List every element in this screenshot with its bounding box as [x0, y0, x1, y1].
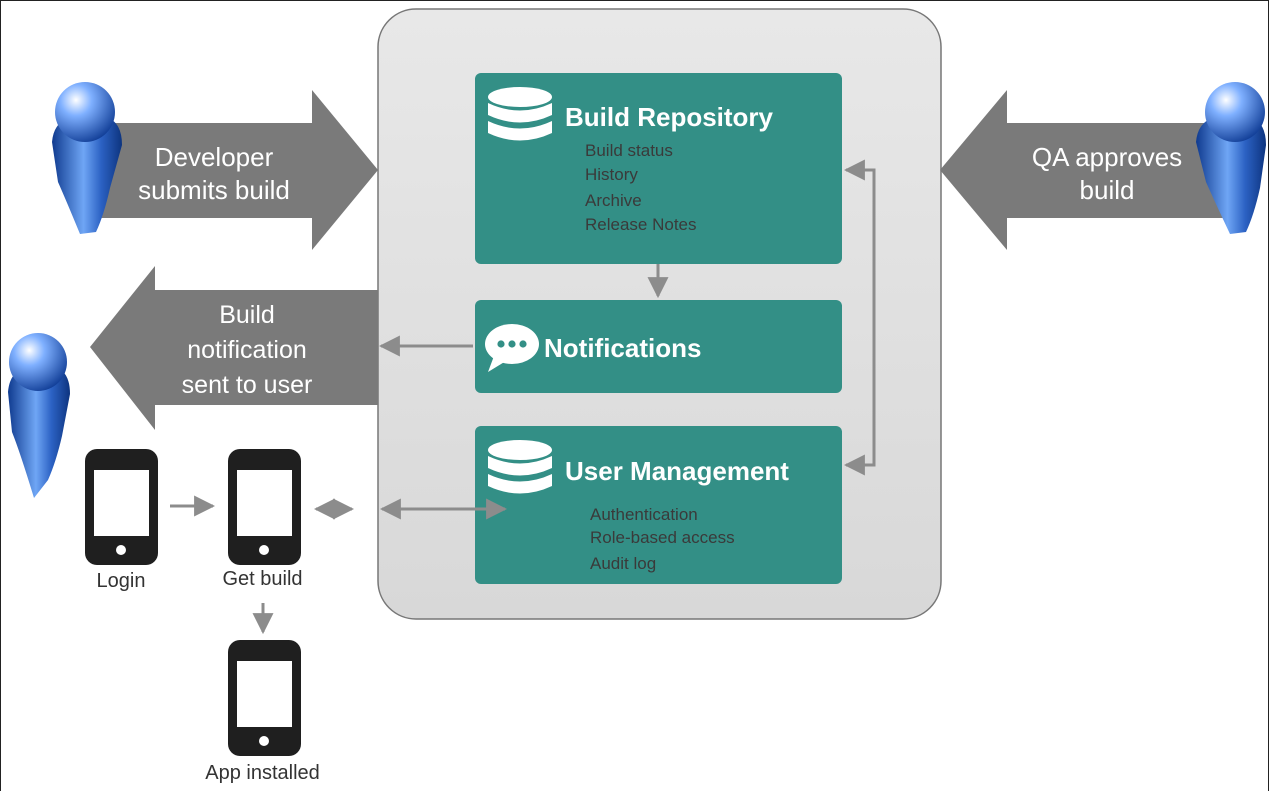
user-icon [8, 333, 70, 498]
login-caption: Login [96, 570, 146, 592]
connector-repo-user-management [843, 159, 876, 476]
build-repository-box [475, 73, 842, 264]
phone-icon [85, 449, 158, 565]
build-repository-title: Build Repository [565, 102, 774, 132]
developer-arrow [100, 90, 378, 250]
user-management-item: Role-based access [590, 528, 735, 547]
notifications-box [475, 300, 842, 393]
qa-arrow [940, 90, 1225, 250]
build-repository-item: Archive [585, 191, 642, 210]
user-management-item: Authentication [590, 505, 698, 524]
chat-bubble-icon [485, 324, 539, 372]
get-build-caption: Get build [222, 568, 303, 590]
build-repository-item: History [585, 165, 638, 184]
build-repository-item: Release Notes [585, 215, 697, 234]
database-icon [488, 440, 552, 494]
user-management-item: Audit log [590, 554, 657, 573]
user-management-title: User Management [565, 456, 789, 486]
notification-arrow [90, 266, 378, 430]
user-management-box [475, 426, 842, 584]
app-installed-caption: App installed [205, 762, 320, 784]
user-icon [52, 82, 122, 234]
notifications-title: Notifications [544, 333, 702, 363]
database-icon [488, 87, 552, 141]
phone-icon [228, 449, 301, 565]
build-repository-item: Build status [585, 141, 673, 160]
user-icon [1196, 82, 1266, 234]
phone-icon [228, 640, 301, 756]
